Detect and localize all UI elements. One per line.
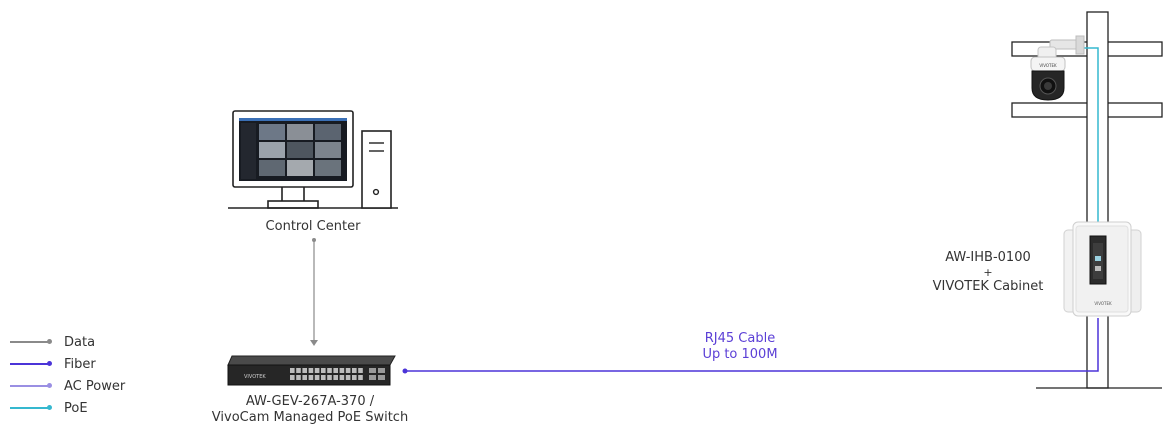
video-tile-5: [287, 142, 313, 158]
legend-swatch-data: [8, 337, 54, 347]
switch-port: [358, 375, 363, 380]
vivotek-cabinet: VIVOTEK: [1063, 221, 1142, 317]
switch-top: [227, 355, 396, 366]
switch-port: [290, 375, 295, 380]
switch-port: [308, 375, 314, 380]
cabinet-label-line1: AW-IHB-0100: [945, 250, 1031, 265]
legend-item-fiber: Fiber: [8, 353, 125, 375]
switch-port: [352, 375, 357, 380]
cabinet-label-line2: +: [983, 266, 993, 279]
monitor-stand: [281, 187, 305, 201]
switch-port: [358, 368, 363, 373]
control-center: [228, 110, 398, 209]
video-tile-6: [315, 142, 341, 158]
cabinet-label-line3: VIVOTEK Cabinet: [932, 279, 1044, 294]
switch-port: [339, 368, 345, 373]
converter-port-2: [1095, 266, 1101, 271]
video-tile-1: [259, 124, 285, 140]
rj45-label-line1: RJ45 Cable: [704, 331, 776, 346]
screen-sidebar: [241, 123, 256, 179]
poe-switch: VIVOTEK: [227, 355, 396, 386]
converter-port: [1095, 256, 1101, 261]
switch-port-block: [290, 368, 385, 380]
legend-swatch-fiber: [8, 359, 54, 369]
rj45-link-endpoint: [402, 368, 408, 374]
data-link-arrow: [310, 340, 318, 346]
switch-port: [339, 375, 345, 380]
video-tile-9: [315, 160, 341, 176]
switch-brand-text: VIVOTEK: [244, 374, 266, 380]
switch-port: [314, 368, 320, 373]
switch-port: [308, 368, 314, 373]
legend-label-poe: PoE: [64, 400, 88, 416]
switch-sfp-port: [369, 375, 376, 380]
camera-lens-inner: [1044, 82, 1052, 90]
camera-mount-bracket: [1075, 35, 1085, 55]
control-center-label: Control Center: [265, 219, 361, 234]
pc-power-button: [372, 188, 380, 196]
legend-label-fiber: Fiber: [64, 356, 96, 372]
switch-sfp-port: [369, 368, 376, 373]
screen-topbar: [239, 118, 347, 121]
data-link-start-dot: [312, 238, 316, 242]
legend-swatch-poe: [8, 403, 54, 413]
poe-link-line: [1080, 47, 1099, 238]
switch-port: [327, 375, 332, 380]
cabinet-brand-text: VIVOTEK: [1094, 301, 1112, 306]
rj45-link-line: [405, 318, 1099, 372]
switch-sfp-port: [378, 368, 385, 373]
switch-port: [327, 368, 332, 373]
video-tile-8: [287, 160, 313, 176]
switch-port: [345, 375, 351, 380]
switch-port: [302, 368, 307, 373]
switch-port: [302, 375, 307, 380]
video-tile-4: [259, 142, 285, 158]
switch-label-line1: AW-GEV-267A-370 /: [245, 394, 375, 409]
video-tile-3: [315, 124, 341, 140]
cabinet-label: AW-IHB-0100 + VIVOTEK Cabinet: [898, 250, 1078, 295]
switch-label-line2: VivoCam Managed PoE Switch: [211, 410, 409, 425]
rj45-link-label: RJ45 Cable Up to 100M: [680, 331, 800, 363]
legend-item-poe: PoE: [8, 397, 125, 419]
switch-sfp-port: [378, 375, 385, 380]
legend-label-ac-power: AC Power: [64, 378, 126, 394]
monitor-base: [267, 200, 319, 209]
legend-swatch-ac-power: [8, 381, 54, 391]
legend: Data Fiber AC Power PoE: [8, 331, 125, 419]
video-tile-7: [259, 160, 285, 176]
switch-label: AW-GEV-267A-370 / VivoCam Managed PoE Sw…: [180, 394, 440, 426]
switch-port: [314, 375, 320, 380]
switch-port: [333, 368, 338, 373]
pc-tower: [361, 130, 392, 209]
video-tile-2: [287, 124, 313, 140]
switch-port: [352, 368, 357, 373]
switch-port: [321, 375, 326, 380]
switch-port: [296, 375, 301, 380]
media-converter-device: [1089, 235, 1107, 285]
legend-item-ac-power: AC Power: [8, 375, 125, 397]
ptz-camera: VIVOTEK: [1030, 35, 1085, 101]
switch-port: [296, 368, 301, 373]
switch-port: [333, 375, 338, 380]
legend-item-data: Data: [8, 331, 125, 353]
switch-port: [321, 368, 326, 373]
switch-port: [345, 368, 351, 373]
rj45-label-line2: Up to 100M: [702, 347, 778, 362]
legend-label-data: Data: [64, 334, 96, 350]
switch-port: [290, 368, 295, 373]
camera-brand-text: VIVOTEK: [1039, 63, 1057, 68]
